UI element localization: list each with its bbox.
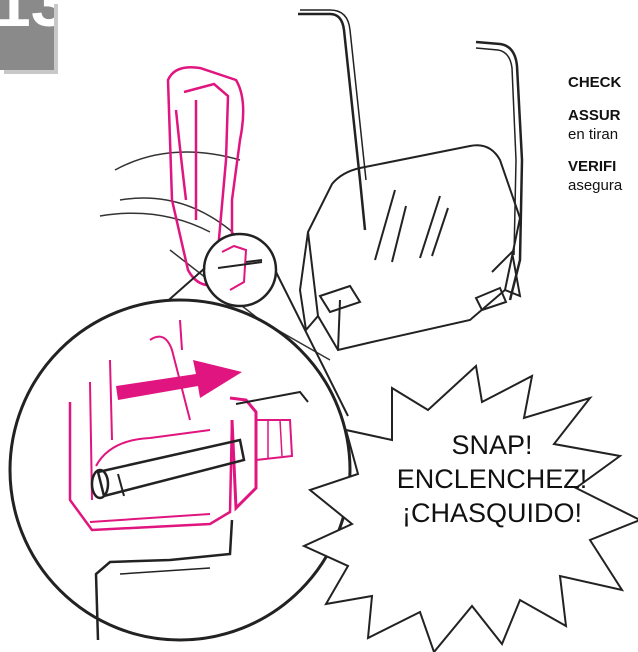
detail-magnified-circle bbox=[10, 300, 350, 640]
callout-line-3: ¡CHASQUIDO! bbox=[342, 496, 638, 530]
carrier-shell bbox=[300, 145, 520, 350]
carrier-handle-left-rod bbox=[298, 14, 365, 230]
callout-line-2: ENCLENCHEZ! bbox=[342, 462, 638, 496]
snap-callout-text: SNAP! ENCLENCHEZ! ¡CHASQUIDO! bbox=[342, 428, 638, 530]
callout-line-1: SNAP! bbox=[342, 428, 638, 462]
detail-inset-circle bbox=[204, 234, 276, 306]
